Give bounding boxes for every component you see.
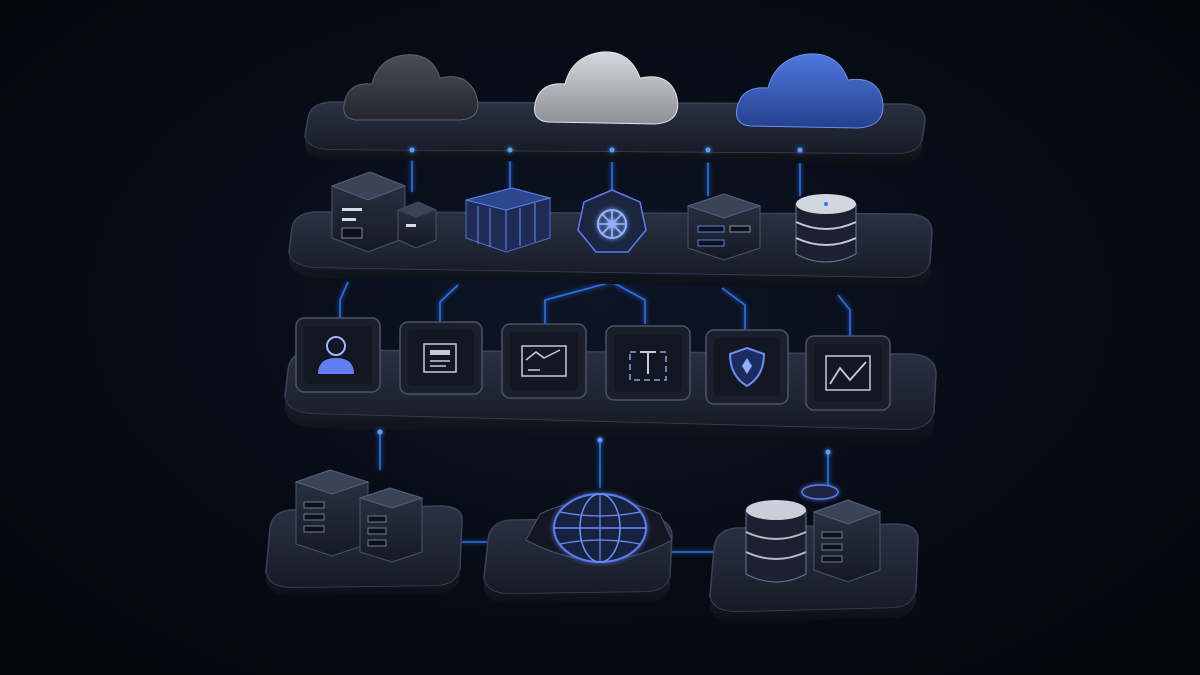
network-appliance-icon	[686, 193, 762, 261]
storage-array-icon	[465, 187, 552, 253]
server-cluster-icon	[330, 171, 437, 253]
cloud-silver-icon	[534, 51, 679, 125]
document-icon	[399, 321, 483, 395]
edge-server-rack-icon	[294, 469, 424, 563]
connection-nodes	[377, 147, 831, 455]
api-icon	[605, 325, 691, 401]
cloud-blue-icon	[736, 53, 884, 129]
database-icon	[795, 194, 857, 263]
cloud-dark-icon	[343, 54, 479, 121]
connector-lines	[339, 128, 851, 553]
edge-database-icon	[745, 484, 882, 583]
user-profile-icon	[295, 317, 381, 393]
dashboard-icon	[501, 323, 587, 399]
application-tiles	[295, 317, 891, 411]
analytics-chart-icon	[805, 335, 891, 411]
security-shield-icon	[705, 329, 789, 405]
globe-network-icon	[525, 493, 673, 563]
kubernetes-icon	[577, 189, 647, 253]
